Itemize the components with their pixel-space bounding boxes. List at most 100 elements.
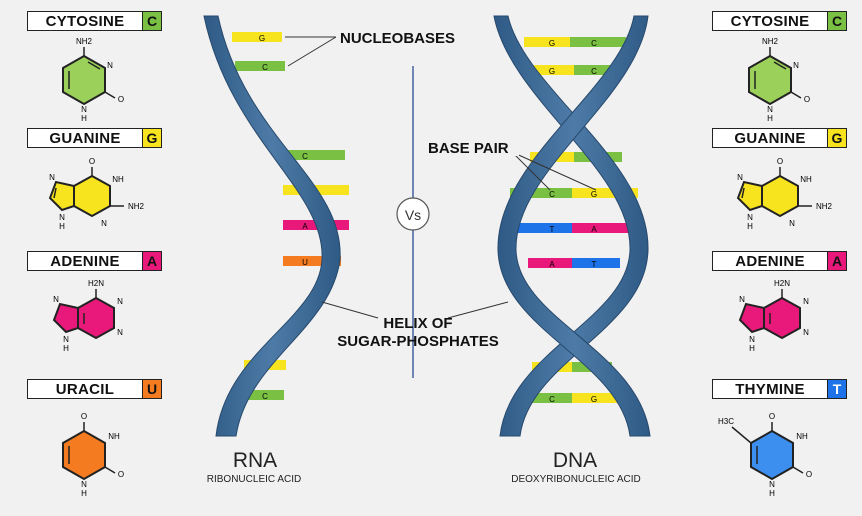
atom-label: O bbox=[89, 157, 95, 166]
base-letter: T bbox=[827, 380, 846, 398]
atom-label: N bbox=[59, 213, 65, 222]
atom-label: N bbox=[53, 295, 59, 304]
cytosine-molecule-left: NH2 N N H O bbox=[62, 37, 124, 123]
rna-rung-label: G bbox=[259, 34, 265, 43]
base-name: CYTOSINE bbox=[730, 12, 810, 30]
atom-label: N bbox=[81, 480, 87, 489]
label-cytosine-left: CYTOSINE C bbox=[27, 11, 162, 31]
atom-label: N bbox=[81, 105, 87, 114]
atom-label: N bbox=[767, 105, 773, 114]
thymine-molecule-right: H3C O NH N H O bbox=[718, 412, 812, 498]
guanine-molecule-right: O NH NH2 N N N H bbox=[736, 157, 833, 231]
base-letter: C bbox=[827, 12, 846, 30]
atom-label: NH2 bbox=[762, 37, 779, 46]
dna-rung-label: G bbox=[591, 395, 597, 404]
base-name: URACIL bbox=[55, 380, 115, 398]
base-pair-pointer bbox=[511, 151, 597, 191]
adenine-molecule-right: H2N N N N N H bbox=[738, 279, 809, 353]
atom-label: O bbox=[777, 157, 783, 166]
rna-rung-label: C bbox=[262, 63, 268, 72]
guanine-molecule-left: O NH NH2 N N N H bbox=[48, 157, 145, 231]
dna-rung-label: C bbox=[591, 39, 597, 48]
atom-label: H bbox=[769, 489, 775, 498]
atom-label: NH bbox=[796, 432, 808, 441]
dna-helix-strand-b bbox=[497, 15, 651, 437]
base-letter: A bbox=[142, 252, 161, 270]
label-cytosine-right: CYTOSINE C bbox=[712, 11, 847, 31]
atom-label: O bbox=[118, 95, 124, 104]
helix-pointer bbox=[447, 301, 509, 319]
dna-rung-label: G bbox=[549, 39, 555, 48]
atom-label: O bbox=[804, 95, 810, 104]
atom-label: O bbox=[806, 470, 812, 479]
rna-helix-strand bbox=[203, 15, 341, 437]
atom-label: N bbox=[107, 61, 113, 70]
atom-label: N bbox=[747, 213, 753, 222]
rna-rung-label: A bbox=[302, 222, 308, 231]
atom-label: H bbox=[81, 489, 87, 498]
atom-label: N bbox=[769, 480, 775, 489]
label-uracil-left: URACIL U bbox=[27, 379, 162, 399]
atom-label: N bbox=[803, 297, 809, 306]
atom-label: O bbox=[81, 412, 87, 421]
atom-label: H bbox=[59, 222, 65, 231]
base-letter: C bbox=[142, 12, 161, 30]
base-name: THYMINE bbox=[735, 380, 805, 398]
atom-label: NH2 bbox=[76, 37, 93, 46]
atom-label: H bbox=[767, 114, 773, 123]
rna-rung-label: C bbox=[302, 152, 308, 161]
dna-rung-label: C bbox=[549, 395, 555, 404]
adenine-molecule-left: H2N N N N N H bbox=[52, 279, 123, 353]
base-pair-pointer bbox=[511, 151, 551, 191]
atom-label: N bbox=[101, 219, 107, 228]
atom-label: N bbox=[49, 173, 55, 182]
dna-rung-label: C bbox=[591, 67, 597, 76]
vs-circle bbox=[396, 197, 430, 231]
dna-rung-label: G bbox=[591, 190, 597, 199]
atom-label: H bbox=[749, 344, 755, 353]
atom-label: NH bbox=[112, 175, 124, 184]
atom-label: NH2 bbox=[128, 202, 145, 211]
atom-label: N bbox=[739, 295, 745, 304]
base-name: CYTOSINE bbox=[45, 12, 125, 30]
base-name: GUANINE bbox=[49, 129, 121, 147]
nucleobases-pointer bbox=[287, 36, 337, 67]
base-letter: G bbox=[827, 129, 846, 147]
atom-label: N bbox=[749, 335, 755, 344]
dna-rung-label: A bbox=[549, 260, 555, 269]
atom-label: NH2 bbox=[816, 202, 833, 211]
base-name: ADENINE bbox=[50, 252, 120, 270]
dna-rung-label: A bbox=[591, 225, 597, 234]
label-thymine-right: THYMINE T bbox=[712, 379, 847, 399]
atom-label: NH bbox=[108, 432, 120, 441]
cytosine-molecule-right: NH2 N N H O bbox=[748, 37, 810, 123]
atom-label: N bbox=[789, 219, 795, 228]
atom-label: H2N bbox=[774, 279, 790, 288]
label-adenine-left: ADENINE A bbox=[27, 251, 162, 271]
rna-subtitle: RIBONUCLEIC ACID bbox=[207, 474, 301, 485]
dna-rung-label: C bbox=[549, 190, 555, 199]
dna-rung-label: G bbox=[549, 67, 555, 76]
atom-label: O bbox=[118, 470, 124, 479]
helix-label-line2: SUGAR-PHOSPHATES bbox=[337, 333, 498, 350]
atom-label: N bbox=[737, 173, 743, 182]
label-guanine-left: GUANINE G bbox=[27, 128, 162, 148]
atom-label: N bbox=[803, 328, 809, 337]
vs-text: Vs bbox=[405, 207, 421, 223]
atom-label: N bbox=[63, 335, 69, 344]
base-letter: A bbox=[827, 252, 846, 270]
helix-label-line1: HELIX OF bbox=[383, 315, 452, 332]
label-adenine-right: ADENINE A bbox=[712, 251, 847, 271]
uracil-molecule-left: O NH N H O bbox=[62, 412, 124, 498]
atom-label: H3C bbox=[718, 417, 734, 426]
atom-label: NH bbox=[800, 175, 812, 184]
atom-label: N bbox=[793, 61, 799, 70]
rna-rung-label: U bbox=[302, 258, 308, 267]
base-pair-label: BASE PAIR bbox=[428, 140, 509, 157]
base-letter: U bbox=[142, 380, 161, 398]
dna-title: DNA bbox=[553, 449, 597, 472]
atom-label: H2N bbox=[88, 279, 104, 288]
atom-label: N bbox=[117, 328, 123, 337]
